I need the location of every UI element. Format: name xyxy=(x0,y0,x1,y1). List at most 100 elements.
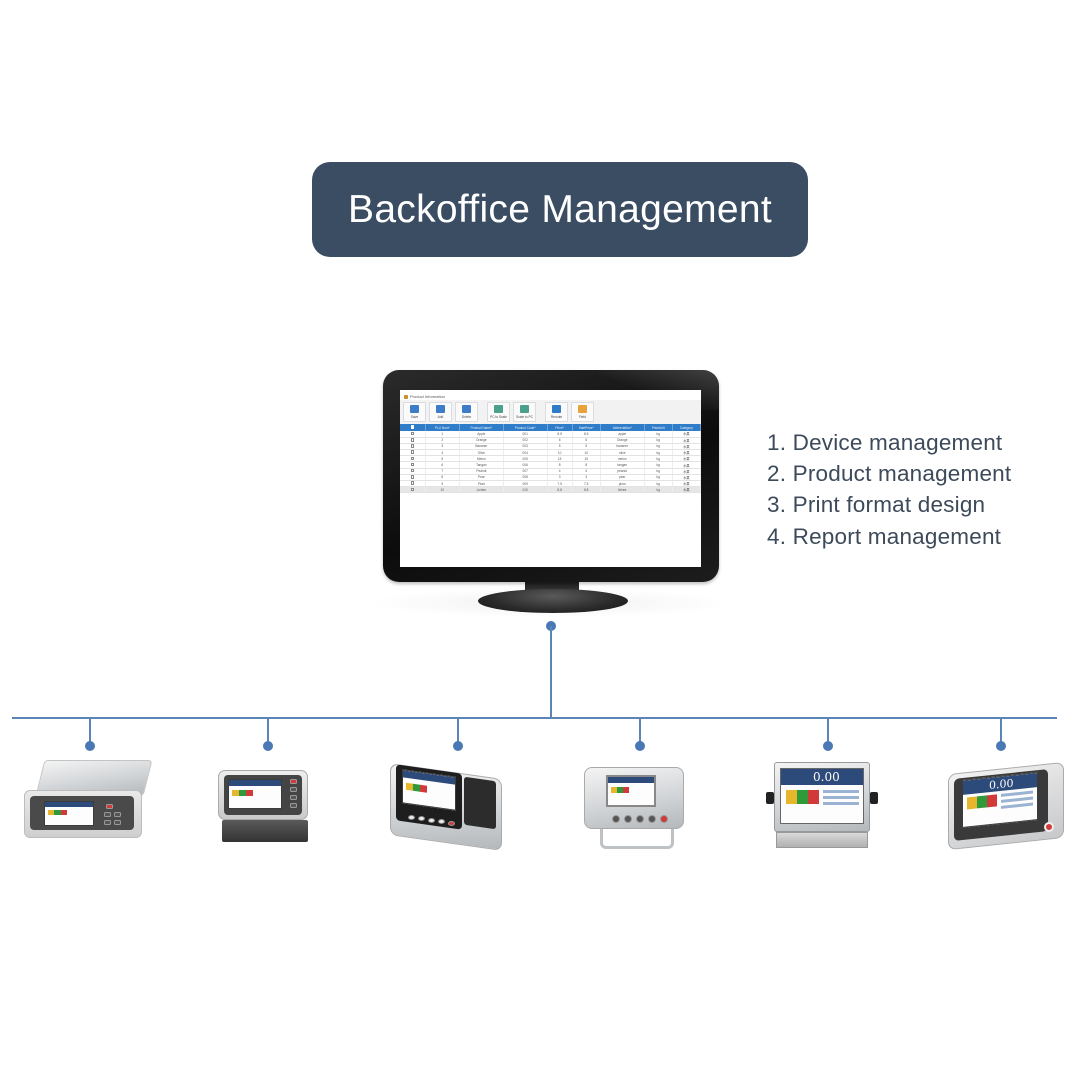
window-title: Product Information xyxy=(410,394,445,399)
toolbar-button-add[interactable]: Add xyxy=(429,402,452,422)
key-icon xyxy=(624,815,632,823)
table-cell: Orange xyxy=(459,437,504,444)
table-cell: kg xyxy=(644,431,673,438)
select-all-checkbox-header[interactable] xyxy=(400,424,426,431)
chart-icon xyxy=(578,405,587,413)
screen xyxy=(228,779,282,809)
screen: 0.00 xyxy=(780,768,864,824)
table-cell: Olive xyxy=(459,449,504,457)
table-cell: 008 xyxy=(503,474,548,482)
row-checkbox[interactable] xyxy=(410,462,415,467)
column-header[interactable]: Product Code* xyxy=(503,424,548,431)
column-header[interactable]: Product Name* xyxy=(459,424,504,431)
table-cell: 4 xyxy=(572,468,601,475)
connector-node-6 xyxy=(996,741,1006,751)
table-cell: 8.5 xyxy=(572,431,601,438)
table-cell: tangan xyxy=(600,461,645,469)
table-cell: 水果 xyxy=(672,480,701,488)
table-cell: 001 xyxy=(503,431,548,438)
row-checkbox[interactable] xyxy=(410,450,415,454)
table-cell: 水果 xyxy=(672,461,701,469)
key-icon xyxy=(636,815,644,823)
table-cell: 8 xyxy=(425,474,460,482)
row-checkbox[interactable] xyxy=(410,438,415,442)
column-header[interactable]: PLU Num* xyxy=(425,424,460,431)
key-icon xyxy=(438,819,445,824)
column-header[interactable]: Category xyxy=(672,424,701,431)
monitor-stand xyxy=(478,589,628,613)
key-icon xyxy=(418,816,425,821)
table-cell: 010 xyxy=(503,486,548,494)
table-cell: 002 xyxy=(503,437,548,444)
table-cell: 7.5 xyxy=(572,480,601,488)
printer-slot xyxy=(464,776,496,830)
column-header[interactable]: PriceUnit xyxy=(644,424,673,431)
table-cell: kg xyxy=(644,449,673,457)
key-icon xyxy=(290,795,297,800)
connector-node-4 xyxy=(635,741,645,751)
toolbar-separator xyxy=(539,402,542,422)
table-cell: 水果 xyxy=(672,468,701,475)
feature-item: 4. Report management xyxy=(767,523,1002,549)
key-icon xyxy=(612,815,620,823)
row-checkbox[interactable] xyxy=(410,444,415,448)
table-cell: kg xyxy=(644,455,673,463)
row-checkbox[interactable] xyxy=(410,475,415,479)
connector-drop-1 xyxy=(89,719,91,745)
toolbar-button-pc-to-scale[interactable]: PC to Scale xyxy=(487,402,510,422)
row-checkbox[interactable] xyxy=(410,456,415,461)
power-button-icon xyxy=(1044,822,1054,832)
column-header[interactable]: Price* xyxy=(547,424,573,431)
table-cell: 007 xyxy=(503,468,548,475)
toolbar-separator xyxy=(481,402,484,422)
select-all-checkbox[interactable] xyxy=(410,425,415,429)
toolbar-button-delete[interactable]: Delete xyxy=(455,402,478,422)
key-icon xyxy=(408,815,415,820)
feature-list: 1. Device management 2. Product manageme… xyxy=(767,427,1011,552)
connector-drop-3 xyxy=(457,719,459,745)
row-checkbox-cell xyxy=(400,443,426,451)
key-icon xyxy=(290,803,297,808)
toolbar-button-reroute[interactable]: Reroute xyxy=(545,402,568,422)
screen xyxy=(606,775,656,807)
table-cell: lichee xyxy=(600,486,645,494)
device-table-scale xyxy=(22,760,153,840)
connector-drop-4 xyxy=(639,719,641,745)
toolbar-button-field[interactable]: Field xyxy=(571,402,594,422)
feature-item: 1. Device management xyxy=(767,430,1003,455)
table-cell: kg xyxy=(644,474,673,482)
table-cell: kg xyxy=(644,437,673,444)
row-checkbox-cell xyxy=(400,480,426,488)
toolbar-button-save[interactable]: Save xyxy=(403,402,426,422)
key-icon xyxy=(428,818,435,823)
row-checkbox[interactable] xyxy=(410,431,415,436)
table-cell: 6 xyxy=(425,461,460,469)
table-cell: 水果 xyxy=(672,486,701,494)
row-checkbox[interactable] xyxy=(410,487,415,492)
key-icon xyxy=(114,812,121,817)
device-stainless-indicator xyxy=(584,767,688,853)
column-header[interactable]: Abbreviation* xyxy=(600,424,645,431)
column-header[interactable]: SalePrice* xyxy=(572,424,601,431)
table-cell: 3 xyxy=(425,443,460,451)
connector-vertical-monitor xyxy=(550,626,552,718)
toolbar-button-scale-to-pc[interactable]: Scale to PC xyxy=(513,402,536,422)
mounting-bracket xyxy=(600,829,674,849)
table-cell: 8 xyxy=(572,461,601,469)
table-cell: Pear xyxy=(459,474,504,482)
row-checkbox[interactable] xyxy=(410,481,415,485)
row-checkbox[interactable] xyxy=(410,468,415,473)
table-cell: 3 xyxy=(547,474,573,482)
feature-item: 3. Print format design xyxy=(767,492,986,518)
